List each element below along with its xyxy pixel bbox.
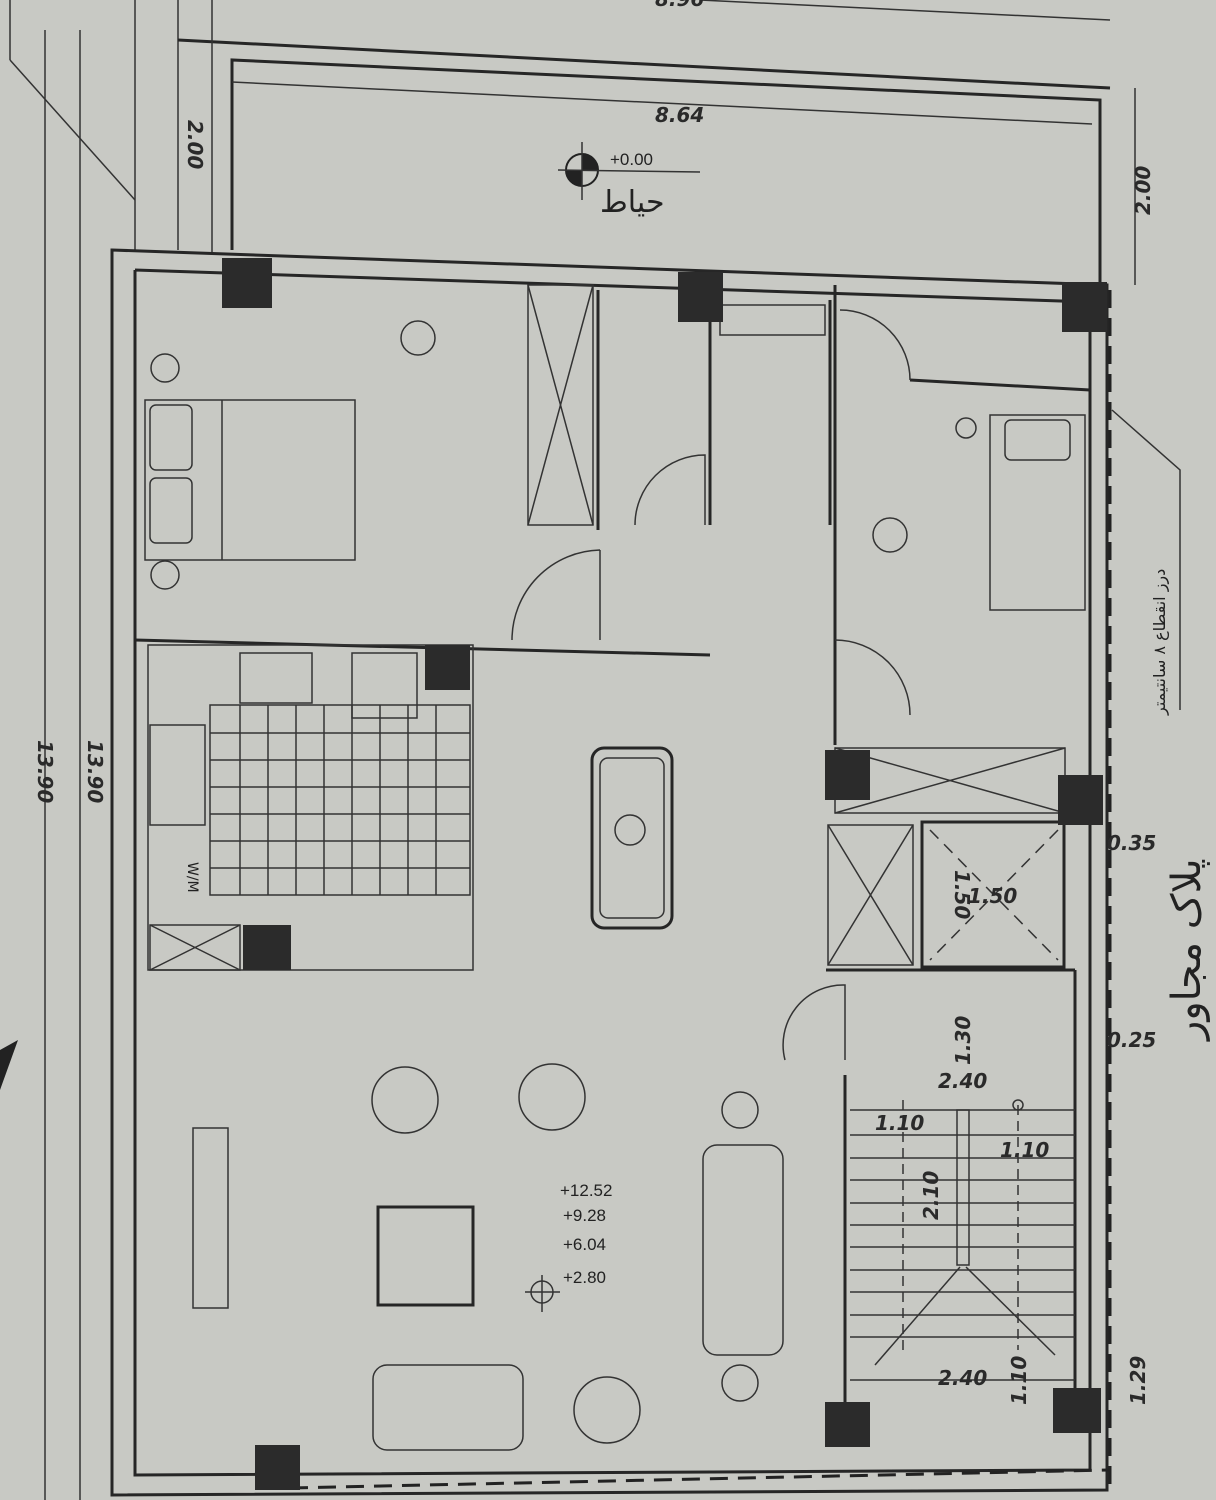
bed-master	[144, 353, 356, 590]
dim-stair-width-bottom: 2.40	[938, 1366, 987, 1390]
level-4: +2.80	[563, 1268, 606, 1287]
dim-offset-2: 0.25	[1107, 1028, 1156, 1052]
dim-yard-depth-right: 2.00	[1131, 166, 1155, 215]
dining-table	[590, 746, 674, 930]
kitchen: W/M	[149, 652, 471, 896]
dim-stair-width-top: 2.40	[938, 1069, 987, 1093]
dimensions: 8.96 8.64 +0.00 حیاط 2.00 2.00 13.90 13.…	[33, 0, 1156, 1405]
dim-offset-3: 1.29	[1126, 1356, 1150, 1405]
expansion-joint-note: درز انقطاع ۸ سانتیمتر	[1150, 569, 1170, 716]
dim-flight-right: 1.10	[1000, 1138, 1049, 1162]
exterior-walls	[110, 248, 1112, 1497]
dim-bottom-landing: 1.10	[1007, 1356, 1031, 1405]
dim-yard-depth-left: 2.00	[183, 120, 207, 169]
level-marker	[557, 142, 701, 200]
north-arrow-icon	[0, 1040, 18, 1090]
level-1: +12.52	[560, 1181, 612, 1200]
level-3: +6.04	[563, 1235, 606, 1254]
dim-flight-left: 1.10	[875, 1111, 924, 1135]
dim-top-overall: 8.96	[655, 0, 704, 11]
bed-single	[955, 414, 1086, 611]
level-2: +9.28	[563, 1206, 606, 1225]
structural-columns	[222, 258, 1107, 1490]
interior-walls	[134, 284, 1091, 1410]
dim-yard-width: 8.64	[655, 103, 704, 127]
dim-elevator-depth: 1.50	[950, 870, 974, 919]
dim-overall-outer: 13.90	[33, 740, 57, 803]
dim-landing: 1.30	[951, 1016, 975, 1065]
dim-flight-length: 2.10	[919, 1171, 943, 1220]
floor-levels: +12.52 +9.28 +6.04 +2.80	[560, 1181, 612, 1287]
living-furniture	[192, 320, 908, 1451]
annotations: درز انقطاع ۸ سانتیمتر پلاک مجاور	[0, 409, 1210, 1090]
yard-label: حیاط	[600, 185, 664, 220]
dim-offset-1: 0.35	[1107, 831, 1156, 855]
site-boundary	[9, 0, 1136, 1500]
dim-overall-inner: 13.90	[83, 740, 107, 803]
staircase	[850, 1099, 1075, 1381]
neighbor-label: پلاک مجاور	[1164, 858, 1210, 1042]
dim-elevator-width: 1.50	[968, 884, 1017, 908]
washing-machine-label: W/M	[184, 862, 200, 893]
yard-level: +0.00	[610, 150, 653, 169]
